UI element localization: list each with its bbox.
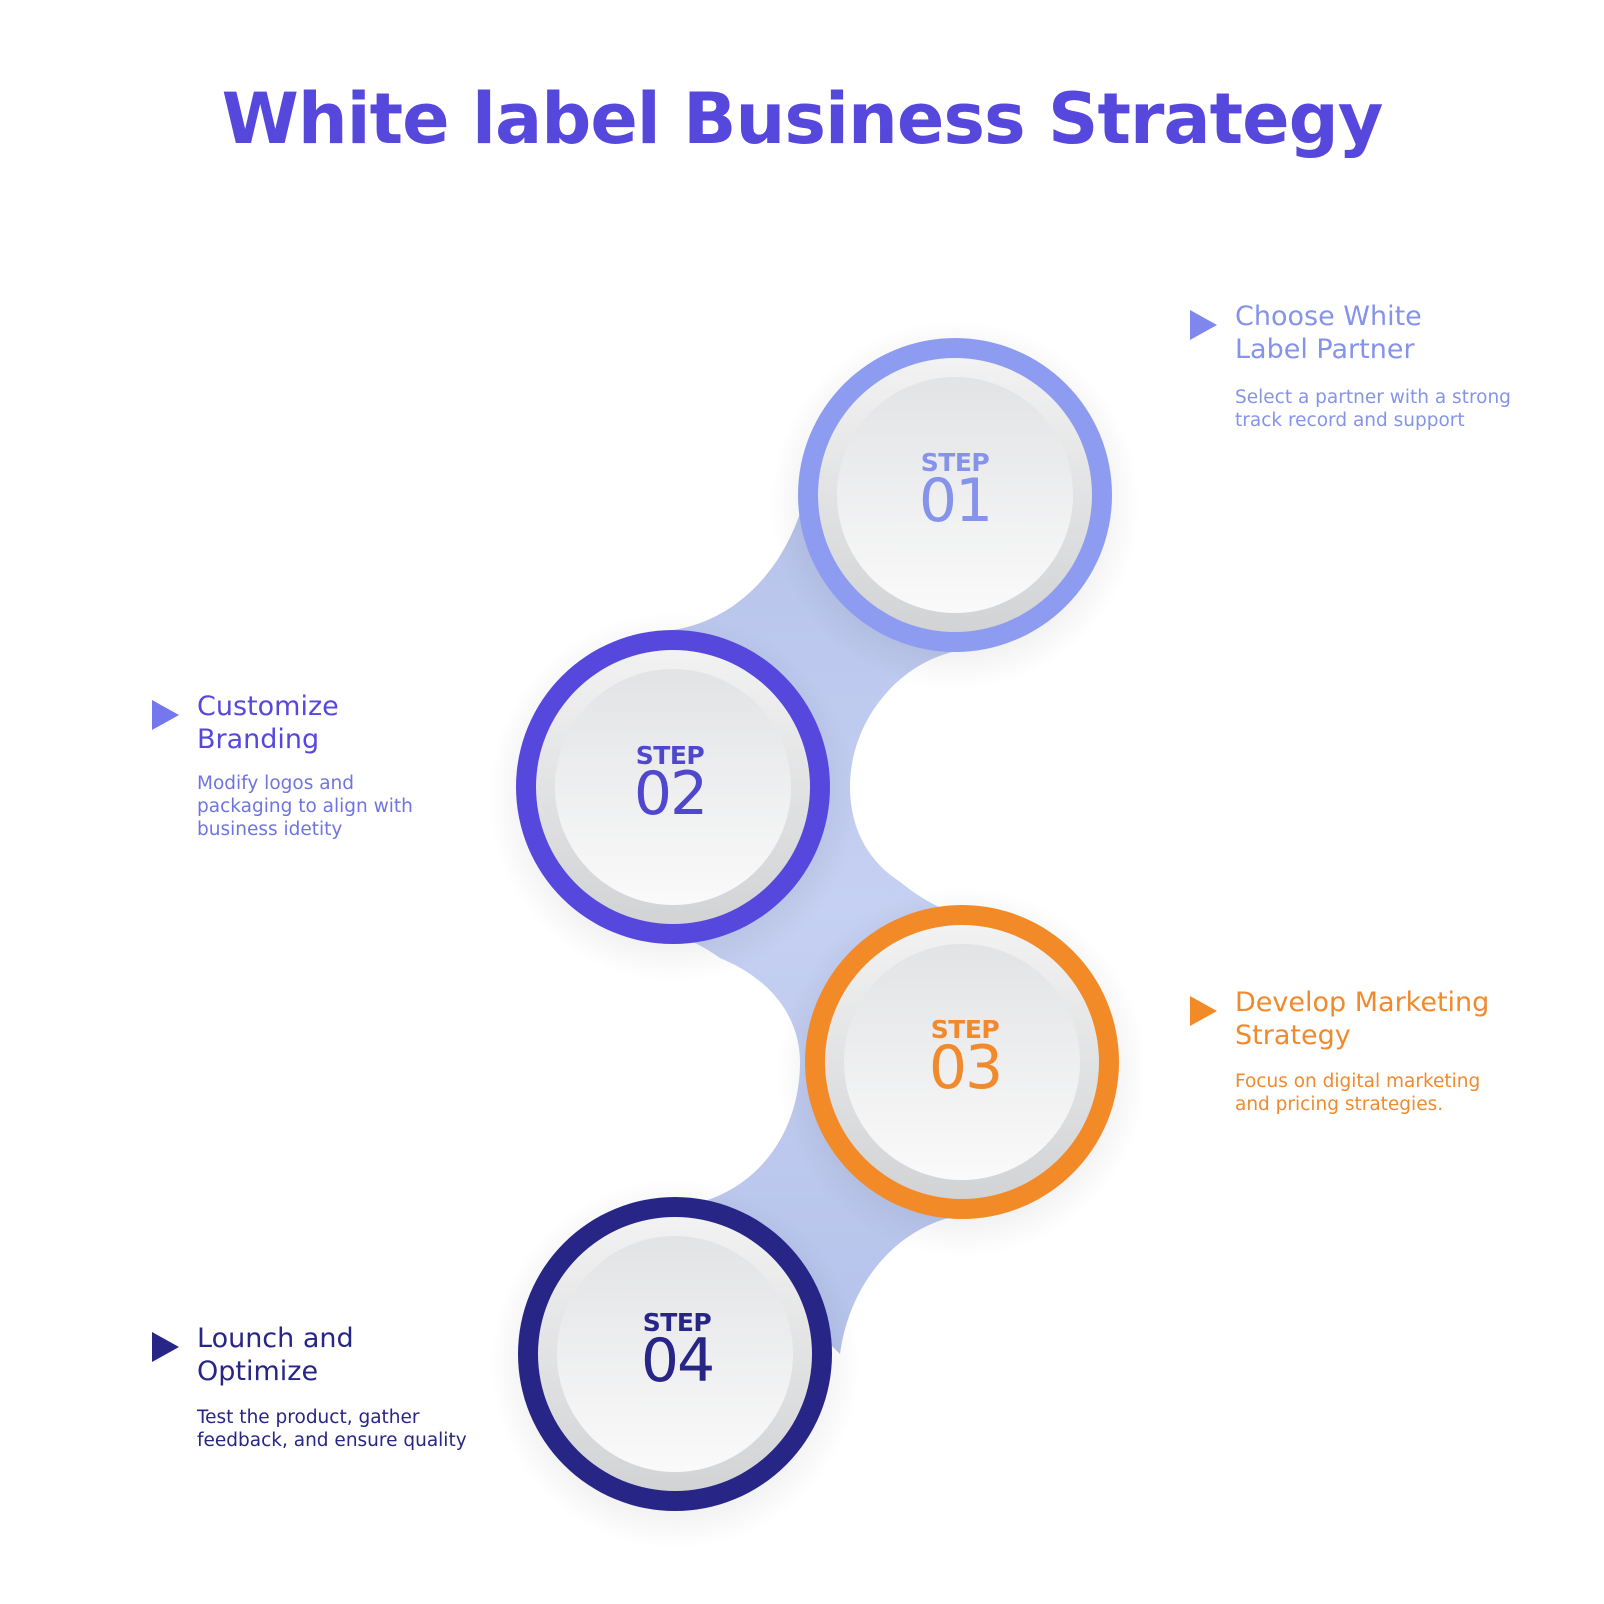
step-heading: Customize Branding xyxy=(197,691,339,755)
step-label-03: STEP 03 xyxy=(865,1017,1065,1098)
step-number: 01 xyxy=(918,466,993,536)
step-number: 03 xyxy=(928,1033,1003,1103)
step-circle-04 xyxy=(490,1179,860,1549)
step-circle-02 xyxy=(488,612,858,982)
step-word: STEP xyxy=(642,1308,712,1337)
step-description: Select a partner with a strong track rec… xyxy=(1235,387,1511,431)
play-triangle-icon xyxy=(1190,310,1217,340)
step-label-02: STEP 02 xyxy=(570,743,770,824)
step-heading: Choose White Label Partner xyxy=(1235,301,1422,365)
step-number: 04 xyxy=(640,1326,715,1396)
step-word: STEP xyxy=(920,448,990,477)
step-description: Focus on digital marketing and pricing s… xyxy=(1235,1071,1481,1115)
step-info-02: Customize Branding Modify logos and pack… xyxy=(152,690,472,850)
step-info-04: Lounch and Optimize Test the product, ga… xyxy=(152,1322,512,1452)
step-circle-01 xyxy=(770,320,1140,690)
step-circle-03 xyxy=(777,887,1147,1257)
page-title: White label Business Strategy xyxy=(221,78,1384,160)
step-number: 02 xyxy=(633,759,708,829)
step-description: Test the product, gather feedback, and e… xyxy=(197,1407,467,1451)
step-label-01: STEP 01 xyxy=(855,450,1055,531)
step-description: Modify logos and packaging to align with… xyxy=(197,773,413,840)
step-label-04: STEP 04 xyxy=(577,1310,777,1391)
step-word: STEP xyxy=(635,741,705,770)
step-info-03: Develop Marketing Strategy Focus on digi… xyxy=(1190,986,1550,1116)
play-triangle-icon xyxy=(152,700,179,730)
step-word: STEP xyxy=(930,1015,1000,1044)
step-heading: Develop Marketing Strategy xyxy=(1235,987,1490,1051)
step-info-01: Choose White Label Partner Select a part… xyxy=(1190,300,1550,440)
play-triangle-icon xyxy=(1190,996,1217,1026)
step-heading: Lounch and Optimize xyxy=(197,1323,354,1387)
play-triangle-icon xyxy=(152,1332,179,1362)
